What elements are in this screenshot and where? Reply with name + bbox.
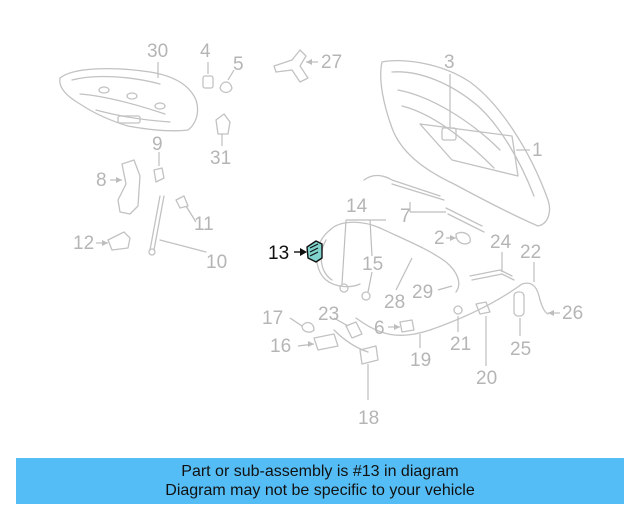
- label-17: 17: [262, 308, 283, 329]
- label-25: 25: [510, 339, 531, 360]
- banner-line-1: Part or sub-assembly is #13 in diagram: [181, 463, 459, 480]
- prop-rod-bracket: [110, 159, 141, 215]
- clip-5: [219, 69, 235, 94]
- label-21: 21: [450, 334, 471, 355]
- label-19: 19: [410, 350, 431, 371]
- label-16: 16: [270, 336, 291, 357]
- prop-rod: [148, 195, 207, 256]
- label-22: 22: [520, 242, 541, 263]
- label-5: 5: [233, 54, 244, 75]
- label-10: 10: [206, 252, 227, 273]
- label-7: 7: [400, 206, 411, 227]
- weatherstrip: [363, 174, 485, 233]
- label-29: 29: [412, 282, 433, 303]
- clip-9: [153, 152, 165, 183]
- label-3: 3: [444, 52, 455, 73]
- label-27: 27: [321, 52, 342, 73]
- latch-parts: [289, 317, 379, 400]
- banner-line-2: Diagram may not be specific to your vehi…: [165, 482, 475, 499]
- label-2: 2: [434, 228, 445, 249]
- label-24: 24: [490, 232, 512, 253]
- hood-latch-cable: [355, 252, 549, 336]
- label-11: 11: [194, 214, 214, 235]
- bracket-12: [96, 231, 131, 251]
- info-banner: Part or sub-assembly is #13 in diagram D…: [16, 458, 624, 504]
- hood-insulator-pad: [59, 67, 199, 132]
- label-13: 13: [268, 243, 289, 264]
- label-1: 1: [532, 140, 543, 161]
- label-20: 20: [476, 368, 497, 389]
- hood-panel: [380, 59, 551, 227]
- bracket-31: [215, 113, 231, 146]
- label-14: 14: [346, 196, 368, 217]
- clip-4: [202, 62, 214, 89]
- label-12: 12: [73, 233, 94, 254]
- label-26: 26: [562, 303, 583, 324]
- parts-diagram: 30 4 5 27 31 1 3 8: [59, 41, 583, 429]
- label-28: 28: [384, 292, 405, 313]
- clip-11: [175, 195, 197, 223]
- bumper-2: [446, 231, 471, 245]
- label-4: 4: [200, 41, 211, 62]
- hood-hinge: [273, 49, 318, 83]
- label-15: 15: [362, 254, 383, 275]
- label-23: 23: [318, 304, 339, 325]
- label-6: 6: [374, 318, 385, 339]
- label-9: 9: [152, 134, 163, 155]
- label-8: 8: [96, 170, 107, 191]
- highlighted-part-13: [294, 240, 323, 263]
- label-18: 18: [358, 408, 379, 429]
- label-30: 30: [147, 41, 168, 62]
- label-31: 31: [210, 148, 231, 169]
